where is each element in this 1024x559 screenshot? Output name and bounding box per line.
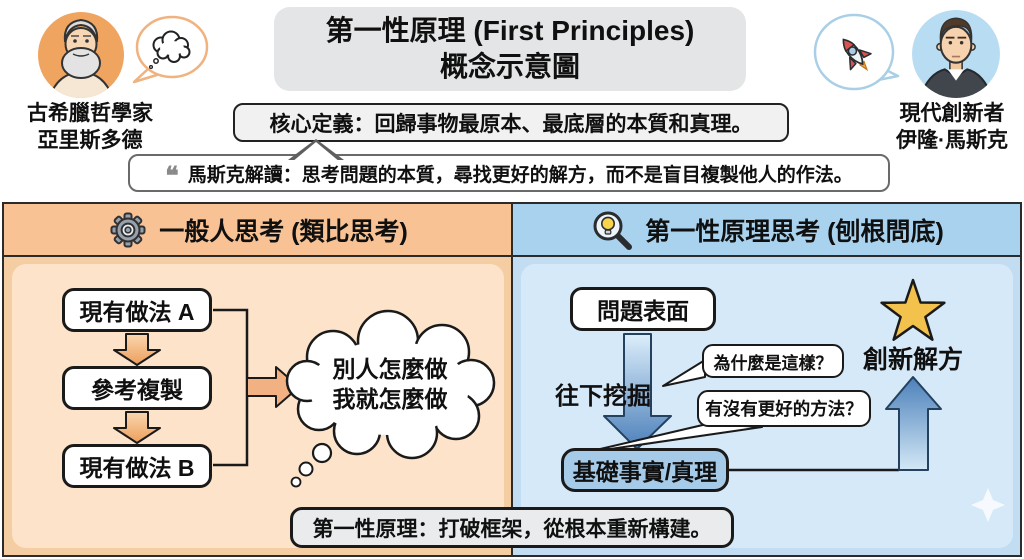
innovation-solution-label: 創新解方 <box>862 346 963 374</box>
quote-icon: ❝ <box>165 162 179 190</box>
title-line-2: 概念示意圖 <box>439 51 580 82</box>
rocket-bubble-icon <box>813 13 900 91</box>
title-line-1: 第一性原理 (First Principles) <box>325 14 695 46</box>
copy-reference-box: 參考複製 <box>62 366 212 410</box>
left-panel-title: 一般人思考 (類比思考) <box>159 217 408 246</box>
right-person-role: 現代創新者 <box>899 102 1005 125</box>
musk-avatar <box>912 10 1000 98</box>
existing-method-a-box: 現有做法 A <box>62 288 212 332</box>
question-bubble-2: 有沒有更好的方法？ <box>697 390 871 427</box>
problem-surface-box: 問題表面 <box>570 287 716 331</box>
footer-text: 第一性原理：打破框架，從根本重新構建。 <box>312 517 712 541</box>
question-bubble-1: 為什麼是這樣？ <box>702 344 844 378</box>
rocket-icon <box>842 38 872 72</box>
definition-box: 核心定義：回歸事物最原本、最底層的本質和真理。 <box>233 103 789 142</box>
left-person-name: 亞里斯多德 <box>37 129 143 152</box>
magnifier-bulb-icon <box>593 211 633 250</box>
fundamental-truth-box: 基礎事實/真理 <box>561 448 729 492</box>
left-panel-header: 一般人思考 (類比思考) <box>4 204 511 257</box>
aristotle-avatar <box>38 12 124 98</box>
left-person-role: 古希臘哲學家 <box>27 102 153 125</box>
existing-method-b-box: 現有做法 B <box>62 444 212 488</box>
dig-down-label: 往下挖掘 <box>555 383 651 410</box>
quote-box: ❝ 馬斯克解讀：思考問題的本質，尋找更好的解方，而不是盲目複製他人的作法。 <box>128 154 890 192</box>
definition-text: 核心定義：回歸事物最原本、最底層的本質和真理。 <box>269 112 753 136</box>
right-panel-header: 第一性原理思考 (刨根問底) <box>513 204 1020 257</box>
quote-text: 馬斯克解讀：思考問題的本質，尋找更好的解方，而不是盲目複製他人的作法。 <box>187 164 853 186</box>
footer-box: 第一性原理：打破框架，從根本重新構建。 <box>290 507 734 548</box>
right-person-name: 伊隆·馬斯克 <box>896 129 1008 152</box>
thought-cloud-text: 別人怎麼做 我就怎麼做 <box>332 356 448 413</box>
page-title: 第一性原理 (First Principles) 概念示意圖 <box>274 7 746 91</box>
gear-icon <box>110 212 146 247</box>
right-panel-title: 第一性原理思考 (刨根問底) <box>645 217 944 246</box>
thought-bubble-icon <box>132 15 209 84</box>
